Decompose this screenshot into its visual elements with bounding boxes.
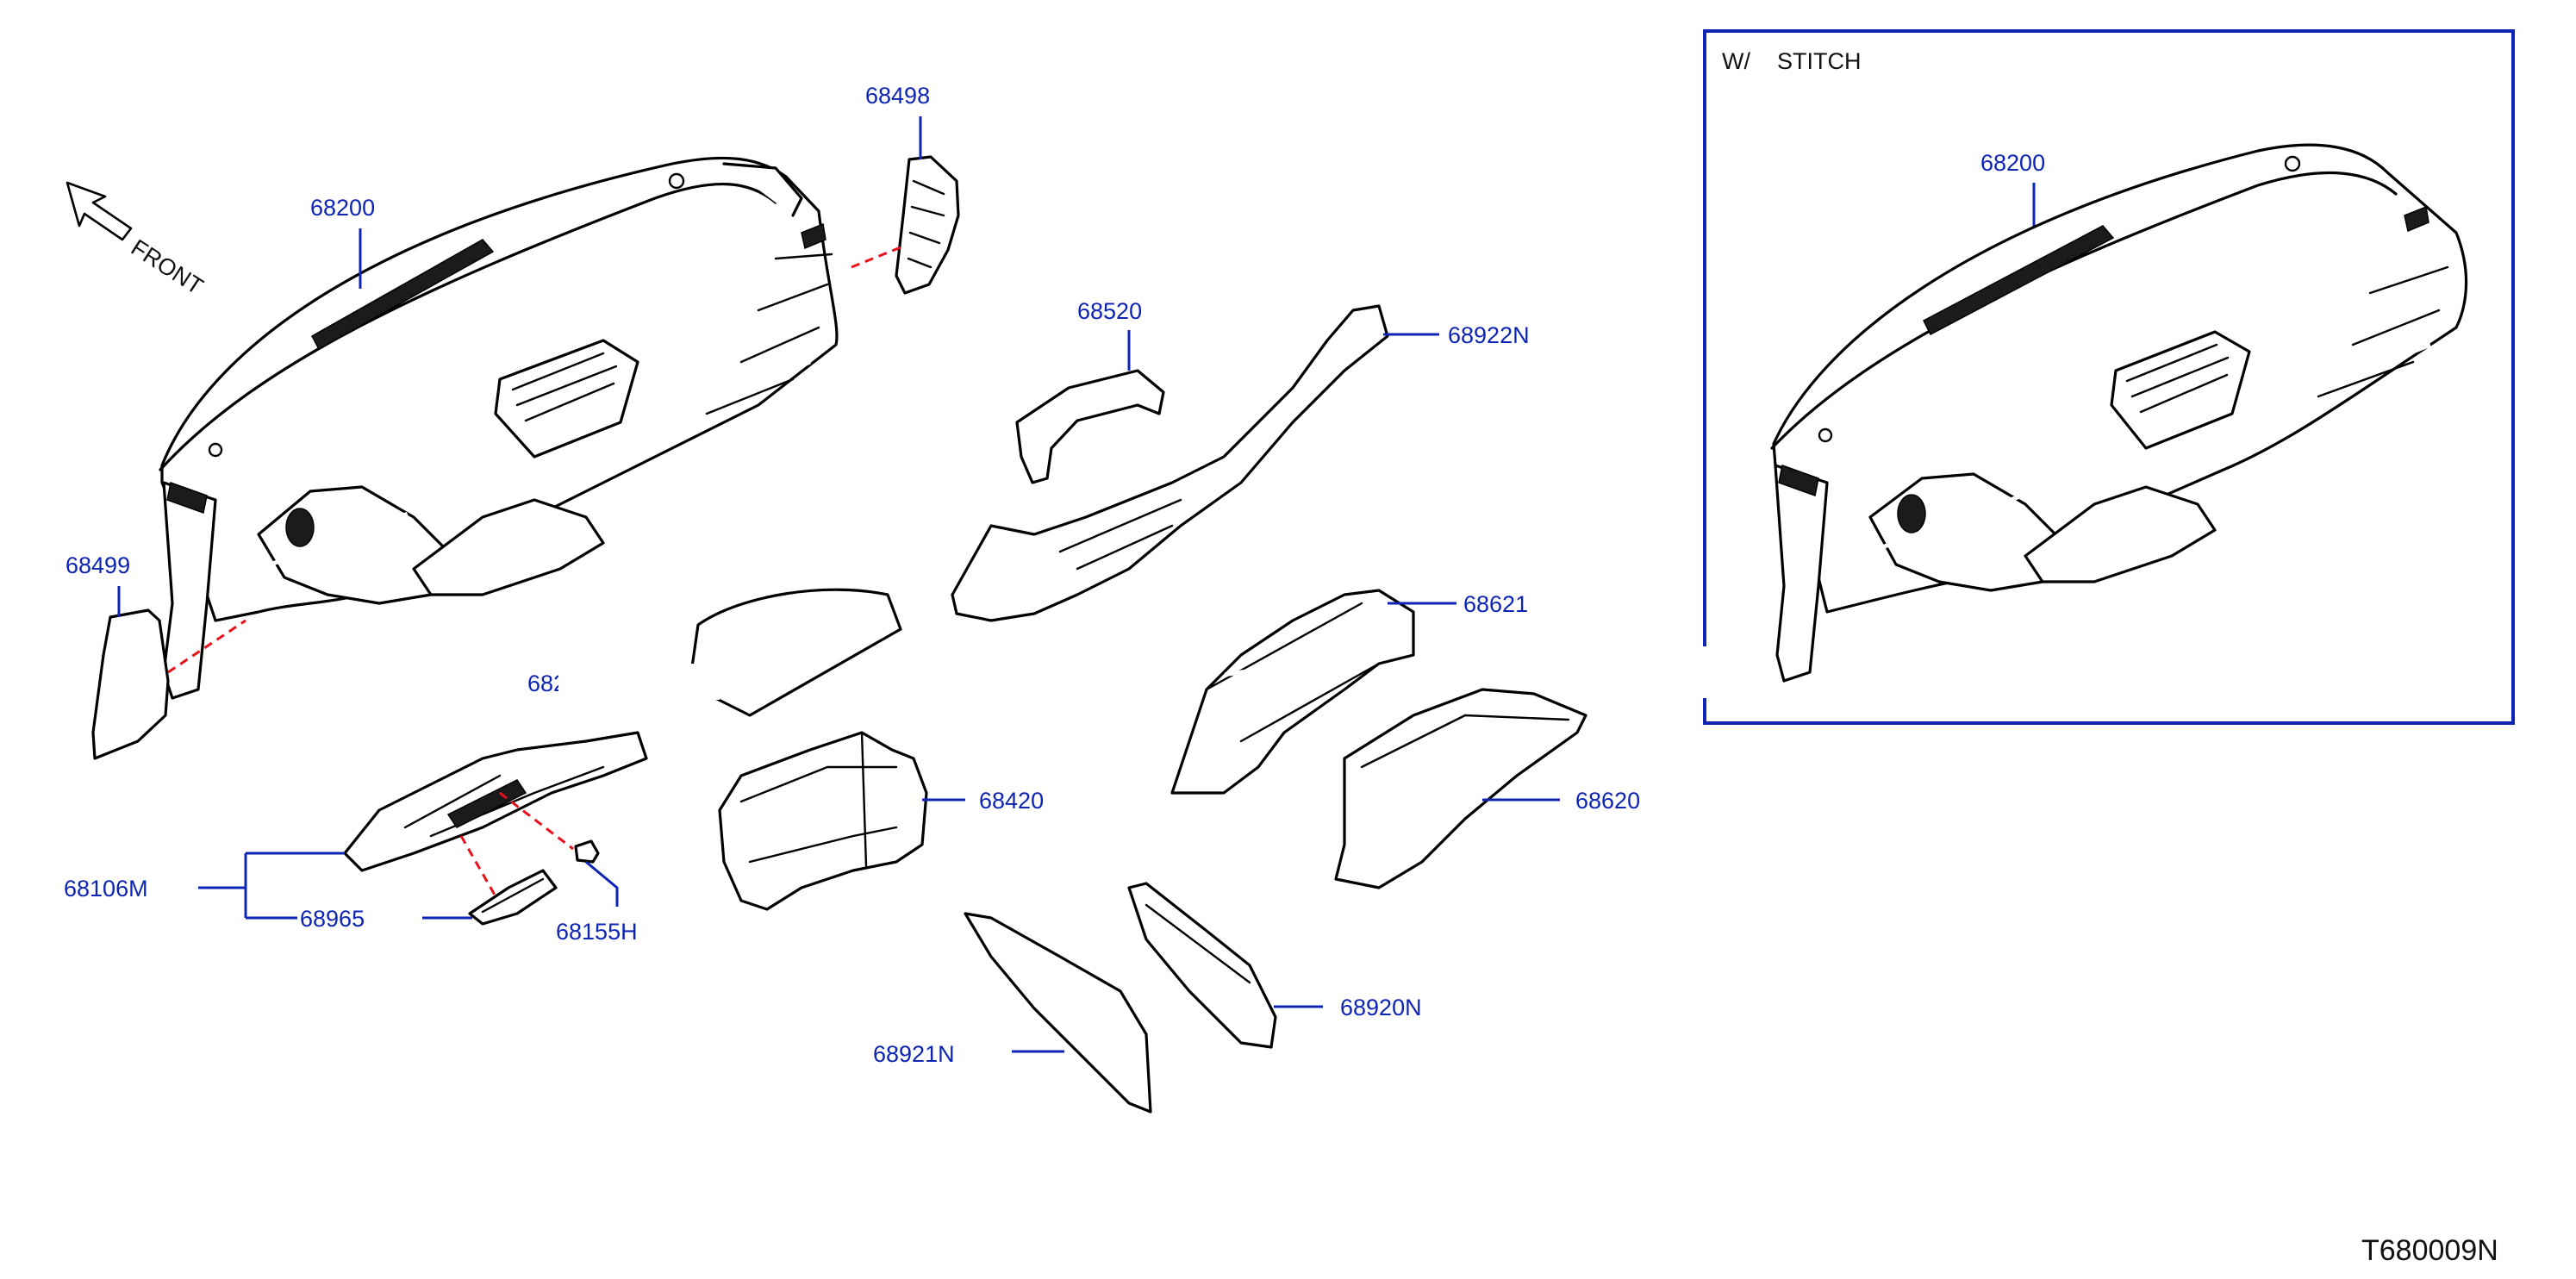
label-68200: 68200	[310, 195, 375, 221]
instrument-panel-68200-stitch	[1770, 143, 2468, 683]
inset-caption-w: W/	[1722, 48, 1750, 74]
lid-panel	[521, 588, 902, 717]
end-cap-68499	[91, 608, 170, 760]
label-68420: 68420	[979, 788, 1044, 814]
label-68621: 68621	[1463, 591, 1528, 617]
label-68106M: 68106M	[64, 876, 148, 902]
panel-68921N	[964, 912, 1152, 1114]
label-68965: 68965	[300, 906, 365, 932]
glovebox-housing-68621	[1170, 589, 1415, 795]
label-68499: 68499	[65, 552, 130, 578]
connector-lines	[167, 244, 906, 897]
inset-caption-stitch: STITCH	[1777, 48, 1862, 74]
cluster-housing-68420	[718, 731, 928, 911]
side-vent-68498	[895, 155, 960, 295]
bracket-68520	[1015, 369, 1165, 484]
label-68922N: 68922N	[1448, 322, 1530, 348]
trim-68922N	[951, 304, 1389, 622]
label-68498: 68498	[865, 83, 930, 109]
label-68520: 68520	[1077, 298, 1142, 324]
label-68921N: 68921N	[873, 1041, 955, 1067]
diagram-code: T680009N	[2361, 1234, 2498, 1267]
front-arrow-icon	[65, 181, 133, 241]
glovebox-lid-68620	[1334, 688, 1587, 889]
instrument-panel-68200	[159, 156, 839, 700]
finisher-68106M	[343, 731, 648, 872]
stitch-variant-inset: W/ STITCH 68200	[1698, 29, 2515, 725]
front-label: FRONT	[127, 234, 208, 300]
inset-label-68200: 68200	[1980, 150, 2045, 176]
clip-68155H	[574, 839, 600, 864]
panel-68920N	[1127, 882, 1277, 1049]
label-68155H: 68155H	[556, 919, 638, 945]
label-68620: 68620	[1575, 788, 1640, 814]
bracket-68965	[468, 869, 558, 926]
label-68920N: 68920N	[1340, 995, 1422, 1020]
leader-lines	[117, 116, 1560, 1053]
